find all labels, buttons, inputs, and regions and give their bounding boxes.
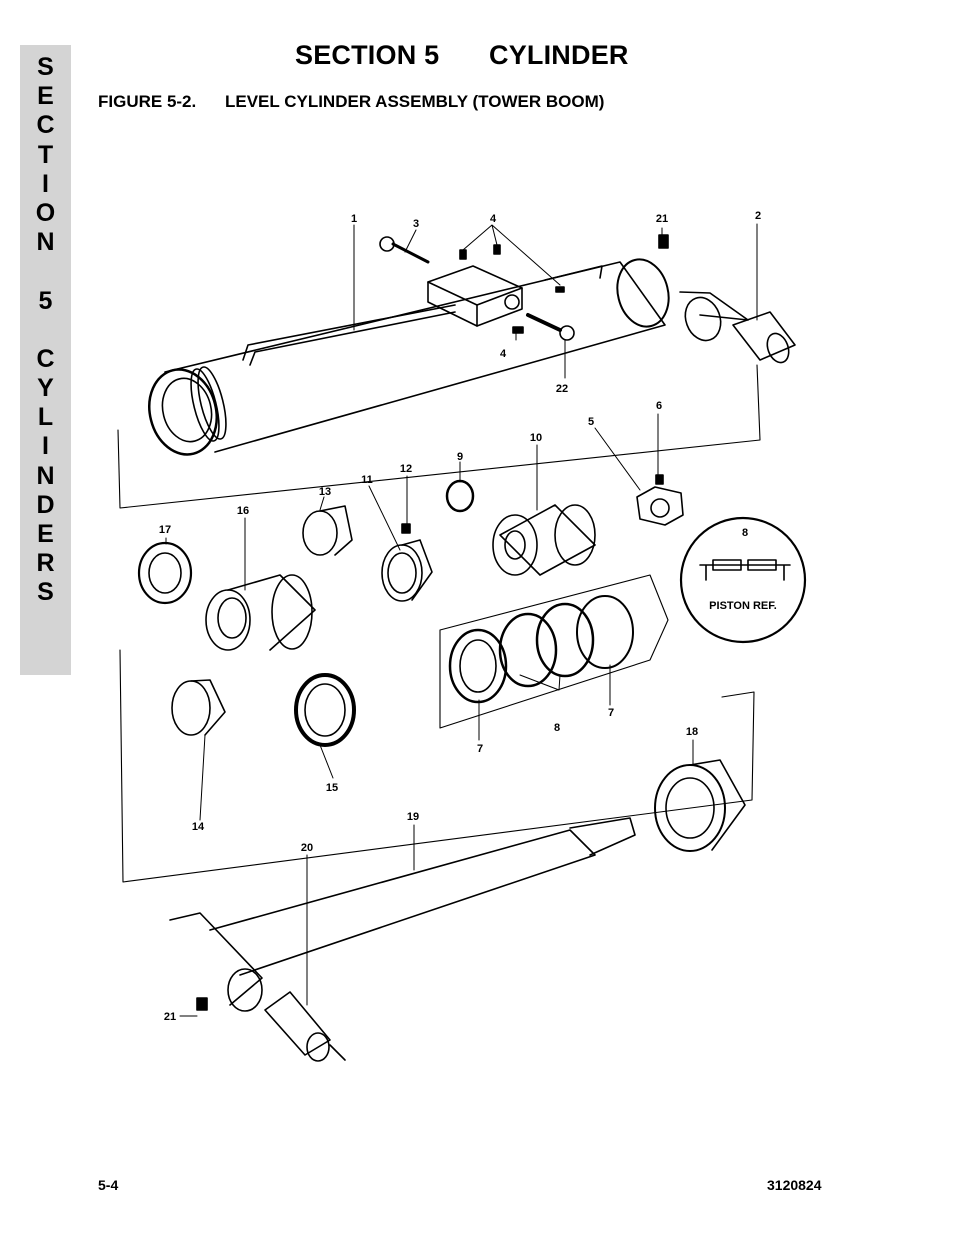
callout-17: 17 (159, 524, 171, 536)
cylinder-barrel (148, 258, 670, 456)
head-16 (205, 574, 316, 651)
page-number: 5-4 (98, 1177, 119, 1193)
callout-10: 10 (530, 432, 542, 444)
side-tab-letter: N (36, 461, 55, 490)
callout-3: 3 (413, 218, 419, 230)
callout-1: 1 (351, 213, 357, 225)
side-tab-letter: S (37, 53, 54, 81)
bushing-20 (264, 991, 346, 1062)
side-tab-letter: S (37, 578, 54, 607)
piston-ref-label: PISTON REF. (709, 600, 777, 612)
seals-group (439, 574, 669, 729)
callout-20: 20 (301, 842, 313, 854)
figure-title: LEVEL CYLINDER ASSEMBLY (TOWER BOOM) (225, 92, 605, 111)
rod-eye (169, 912, 263, 1012)
callout-4-lower: 4 (500, 348, 507, 360)
side-tab-letter: I (42, 432, 49, 461)
side-tab-letter: D (36, 490, 55, 519)
fitting-22 (526, 313, 575, 341)
callout-16: 16 (237, 505, 249, 517)
bushing-13 (302, 505, 353, 556)
side-tab-letter: T (37, 140, 54, 169)
callout-9: 9 (457, 451, 463, 463)
callout-18: 18 (686, 726, 698, 738)
side-tab-letter: C (36, 344, 55, 373)
side-tab-letter: I (42, 169, 49, 198)
rod-19 (209, 817, 636, 976)
bushing-14 (171, 679, 226, 736)
port-block (427, 265, 523, 327)
set-screw-12 (401, 523, 411, 534)
bushing-2 (679, 291, 796, 364)
gland-18 (654, 759, 746, 852)
leader-lines (165, 223, 758, 1017)
fitting-3 (379, 236, 430, 264)
nut-5 (636, 474, 684, 526)
callout-5: 5 (588, 416, 594, 428)
callout-19: 19 (407, 811, 419, 823)
side-tab-letter: E (37, 520, 54, 548)
callout-4: 4 (490, 213, 497, 225)
grease-fitting-21b (196, 997, 208, 1011)
seal-15 (294, 673, 356, 747)
side-tab-letter: C (36, 111, 55, 140)
figure-number: FIGURE 5-2. (98, 92, 197, 111)
spacer-11 (381, 539, 433, 602)
plugs-4 (459, 244, 565, 334)
callout-21-lower: 21 (164, 1011, 176, 1023)
callout-12: 12 (400, 463, 412, 475)
figure-caption: FIGURE 5-2. LEVEL CYLINDER ASSEMBLY (TOWE… (98, 92, 604, 112)
piston-ref-inset (679, 516, 807, 644)
section-number: SECTION 5 (295, 40, 440, 70)
callout-8-inset: 8 (742, 527, 748, 539)
callout-15: 15 (326, 782, 338, 794)
wiper-17 (137, 541, 193, 605)
callout-6: 6 (656, 400, 662, 412)
piston-10 (492, 504, 596, 576)
callout-7-left: 7 (477, 743, 483, 755)
callout-labels: 1 3 4 21 2 4 22 6 5 10 9 12 11 13 16 17 … (159, 210, 777, 1023)
side-tab-letter: N (36, 228, 55, 257)
callout-2: 2 (755, 210, 761, 222)
page-header: SECTION 5 CYLINDER (295, 40, 629, 71)
callout-14: 14 (192, 821, 205, 833)
side-tab-letter: Y (37, 374, 54, 403)
side-tab-letter: R (36, 549, 55, 578)
callout-22: 22 (556, 383, 568, 395)
callout-11: 11 (361, 474, 373, 486)
section-title: CYLINDER (489, 40, 629, 70)
grease-fitting-21 (658, 234, 669, 249)
document-number: 3120824 (767, 1177, 822, 1193)
callout-13: 13 (319, 486, 331, 498)
o-ring-9 (445, 479, 475, 513)
side-tab-letter: O (35, 198, 56, 227)
side-tab-letter: L (37, 403, 54, 432)
side-tab-letter: 5 (38, 286, 53, 315)
callout-7-right: 7 (608, 707, 614, 719)
callout-21: 21 (656, 213, 668, 225)
callout-8: 8 (554, 722, 560, 734)
side-tab-letter: E (37, 82, 54, 111)
